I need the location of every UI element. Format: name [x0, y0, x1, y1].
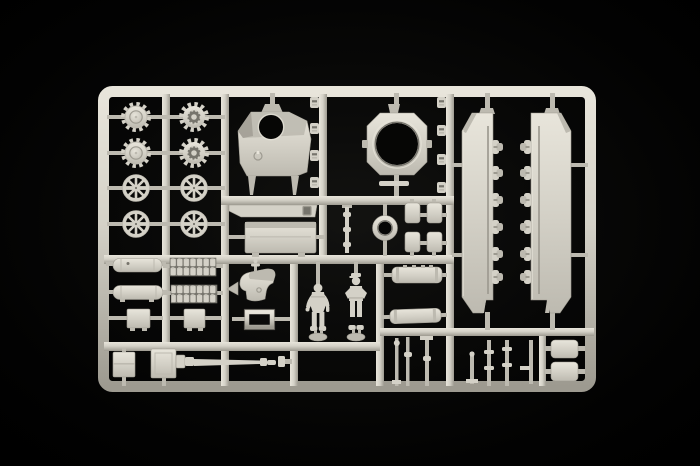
l-pipe	[529, 340, 533, 384]
rounded-lid-box	[545, 339, 585, 359]
rail-horizontal-b	[221, 196, 454, 205]
wheel-row-stems	[107, 115, 225, 226]
gun-mantlet	[226, 259, 276, 302]
small-ring-wheel	[372, 204, 398, 256]
detail-rods	[392, 336, 533, 386]
turret-ring	[362, 93, 432, 196]
rail-horizontal-c	[104, 255, 454, 264]
rounded-lid-box	[545, 361, 585, 382]
track-guard-fender	[452, 93, 503, 330]
sprocket-wheel	[124, 105, 149, 130]
hull-plate	[228, 221, 325, 257]
rail-vertical-3	[290, 258, 298, 386]
gun-barrel-assembly	[112, 348, 292, 386]
cone-fitting	[226, 281, 239, 296]
rail-vertical-2	[221, 94, 229, 386]
exhaust-muffler	[384, 265, 447, 284]
spoked-road-wheel	[179, 173, 209, 203]
spoked-road-wheel	[121, 173, 151, 203]
crew-figure	[345, 262, 367, 342]
sprocket-wheel	[124, 141, 149, 166]
track-link-section	[163, 284, 223, 304]
sprue-inner-rails	[104, 94, 594, 386]
exhaust-muffler	[381, 307, 448, 324]
rail-vertical-5	[376, 259, 384, 386]
rail-vertical-6	[446, 94, 454, 386]
track-guard-fender	[520, 93, 588, 330]
fuel-tank	[106, 258, 166, 273]
sprue-outer-frame	[98, 86, 596, 392]
frame-loop-part	[232, 308, 290, 331]
rail-horizontal-d	[104, 342, 380, 351]
rail-vertical-1	[162, 94, 170, 347]
box-fittings	[404, 199, 447, 256]
rail-vertical-7	[539, 332, 546, 386]
spoked-road-wheel	[179, 209, 209, 239]
turret-leg	[248, 176, 256, 195]
periscope-rod	[342, 205, 352, 253]
sprocket-wheel	[182, 105, 207, 130]
turret-leg	[291, 176, 299, 195]
stowage-box	[108, 308, 163, 331]
spoked-road-wheel	[121, 209, 151, 239]
rail-horizontal-f	[380, 328, 594, 336]
stowage-box	[170, 308, 222, 331]
crew-figure	[305, 262, 330, 342]
sprocket-wheel	[182, 141, 207, 166]
turret-shell	[237, 93, 312, 195]
roof-plate	[228, 204, 318, 218]
rail-vertical-4	[319, 94, 327, 264]
track-link-section	[163, 257, 223, 277]
